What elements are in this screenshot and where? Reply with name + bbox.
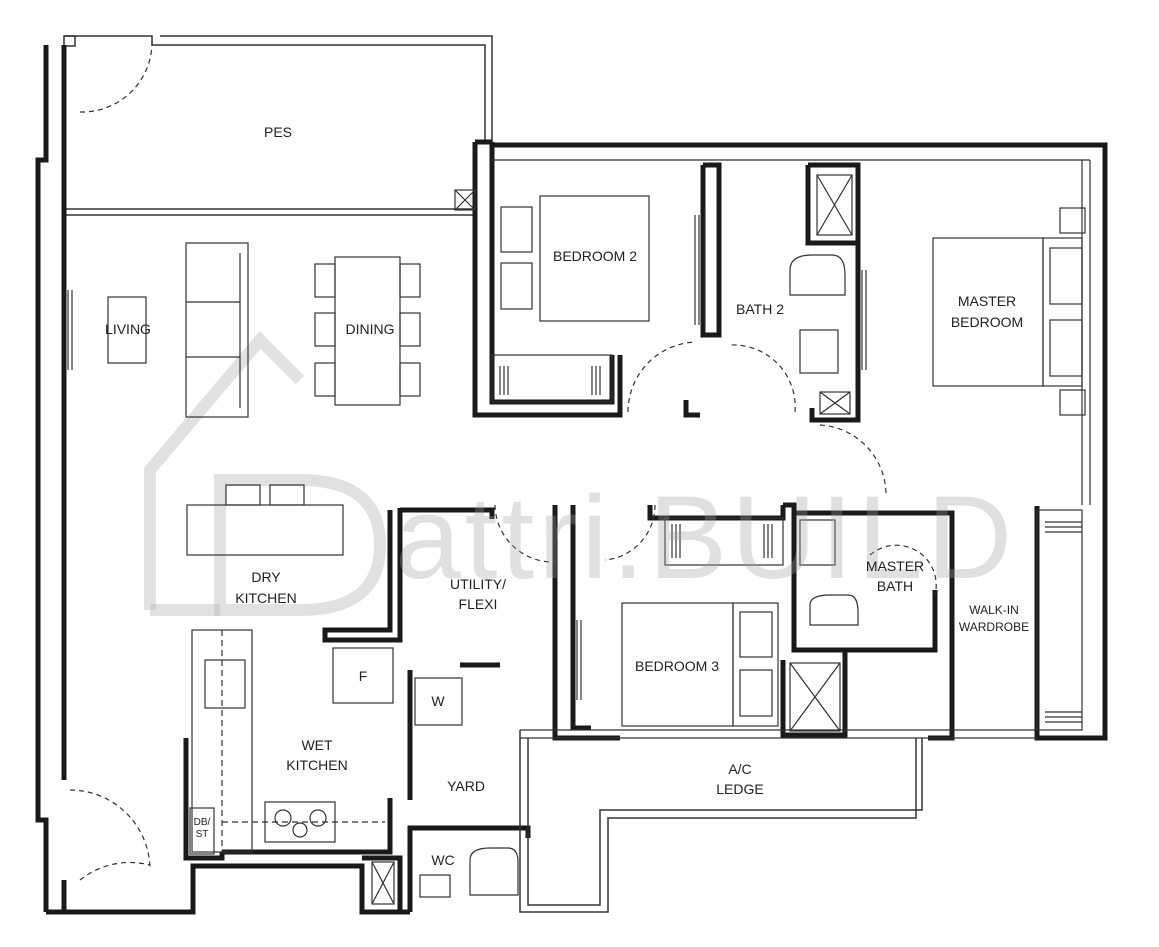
label-dbst-line2: ST bbox=[195, 829, 209, 840]
label-washer: W bbox=[431, 693, 445, 709]
label-wc: WC bbox=[431, 852, 455, 868]
kitchen-island bbox=[186, 504, 344, 556]
bedroom3-wardrobe bbox=[664, 517, 784, 566]
label-dining: DINING bbox=[345, 321, 395, 337]
label-ac-ledge-line1: A/C bbox=[728, 761, 752, 777]
living-sofa bbox=[185, 242, 249, 418]
label-yard: YARD bbox=[447, 778, 485, 794]
label-bath2: BATH 2 bbox=[736, 301, 784, 317]
washer-box bbox=[414, 677, 463, 726]
label-utility-line2: FLEXI bbox=[458, 596, 498, 612]
label-master-bedroom-line2: BEDROOM bbox=[950, 314, 1024, 330]
exterior-walls bbox=[35, 45, 1108, 915]
label-master-bath-line2: BATH bbox=[876, 578, 914, 594]
label-wet-kitchen-line2: KITCHEN bbox=[286, 757, 348, 773]
label-ac-ledge-line2: LEDGE bbox=[716, 781, 764, 797]
ac-ledge-outline bbox=[519, 730, 923, 913]
dbst-box bbox=[189, 807, 215, 855]
fridge-box bbox=[332, 647, 394, 704]
label-master-bedroom-line1: MASTER bbox=[957, 293, 1017, 309]
label-utility-line1: UTILITY/ bbox=[449, 576, 507, 592]
watermark-text: attri.BUILD bbox=[395, 472, 1017, 604]
label-walkin-line2: WARDROBE bbox=[958, 620, 1030, 634]
label-fridge: F bbox=[358, 668, 368, 684]
hob bbox=[264, 801, 336, 843]
label-bedroom2: BEDROOM 2 bbox=[552, 248, 638, 264]
label-bedroom3: BEDROOM 3 bbox=[634, 658, 720, 674]
furniture bbox=[107, 174, 1086, 905]
label-living: LIVING bbox=[105, 321, 151, 337]
living-table bbox=[107, 296, 147, 364]
label-dry-kitchen-line2: KITCHEN bbox=[235, 590, 297, 606]
door-swings bbox=[69, 39, 937, 881]
watermark-logo bbox=[144, 331, 387, 616]
label-pes: PES bbox=[263, 124, 293, 140]
walkin-wardrobe bbox=[1036, 509, 1083, 731]
label-walkin-line1: WALK-IN bbox=[969, 603, 1019, 617]
label-dbst-line1: DB/ bbox=[193, 817, 211, 828]
bedroom2-bed bbox=[539, 195, 650, 322]
label-master-bath-line1: MASTER bbox=[865, 558, 925, 574]
bedroom2-wardrobe bbox=[491, 354, 613, 403]
label-wet-kitchen-line1: WET bbox=[301, 737, 333, 753]
label-dry-kitchen-line1: DRY bbox=[251, 569, 281, 585]
